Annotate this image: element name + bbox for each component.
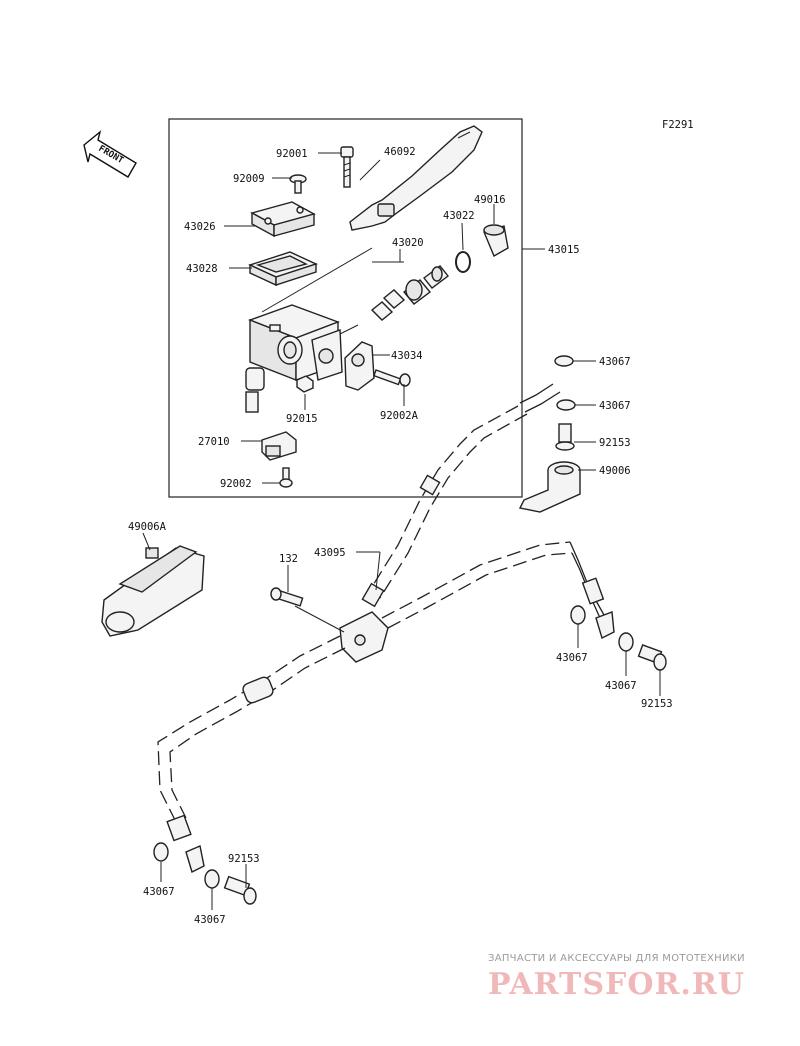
label-27010: 27010 (198, 436, 230, 448)
label-92001: 92001 (276, 148, 308, 160)
brake-lever-shape (349, 125, 483, 231)
label-92002A: 92002A (380, 410, 419, 422)
circlip-shape (455, 251, 471, 273)
watermark: ЗАПЧАСТИ И АКСЕССУАРЫ ДЛЯ МОТОТЕХНИКИ PA… (488, 953, 745, 1002)
leader-lines-box (224, 152, 545, 484)
label-43067-b: 43067 (599, 400, 631, 412)
label-46092: 46092 (384, 146, 416, 158)
cover-49006A-shape (101, 545, 205, 637)
reservoir-cap-shape (250, 201, 316, 238)
clamp-shape (344, 341, 375, 391)
part-labels: 92001 46092 92009 43026 43022 49016 4301… (128, 146, 673, 926)
leader-lines-outer (142, 360, 661, 910)
pivot-bolt-shape (340, 146, 354, 188)
label-43067-e: 43067 (143, 886, 175, 898)
label-92002: 92002 (220, 478, 252, 490)
label-92009: 92009 (233, 173, 265, 185)
watermark-subtitle: ЗАПЧАСТИ И АКСЕССУАРЫ ДЛЯ МОТОТЕХНИКИ (488, 953, 745, 964)
label-43095: 43095 (314, 547, 346, 559)
cover-screw-shape (289, 174, 307, 194)
label-43015: 43015 (548, 244, 580, 256)
label-43067-a: 43067 (599, 356, 631, 368)
label-43067-f: 43067 (194, 914, 226, 926)
master-cylinder-assembly-box (168, 118, 523, 498)
label-43020: 43020 (392, 237, 424, 249)
label-43067-d: 43067 (605, 680, 637, 692)
watermark-brand: PARTSFOR.RU (488, 967, 745, 1002)
washers-right (153, 355, 634, 889)
switch-screw-shape (279, 467, 293, 488)
brake-light-switch-shape (261, 431, 297, 461)
label-92153-c: 92153 (228, 853, 260, 865)
label-49006A: 49006A (128, 521, 167, 533)
label-43034: 43034 (391, 350, 423, 362)
front-arrow-icon: FRONT (83, 130, 137, 178)
label-132: 132 (279, 553, 298, 565)
label-92153-b: 92153 (641, 698, 673, 710)
clamp-bolt-shape (373, 369, 411, 387)
label-43026: 43026 (184, 221, 216, 233)
label-43028: 43028 (186, 263, 218, 275)
label-92015: 92015 (286, 413, 318, 425)
banjo-bolts (223, 423, 667, 905)
label-43022: 43022 (443, 210, 475, 222)
banjo-fitting-shape (518, 461, 581, 513)
label-49006: 49006 (599, 465, 631, 477)
brake-hose-lines (157, 383, 615, 873)
diaphragm-shape (248, 251, 318, 287)
piston-kit-shape (370, 265, 449, 321)
master-cylinder-body-shape (245, 304, 343, 413)
label-49016: 49016 (474, 194, 506, 206)
figure-code: F2291 (662, 119, 694, 131)
dust-boot-shape (483, 224, 509, 258)
label-43067-c: 43067 (556, 652, 588, 664)
joint-bolt-shape (270, 587, 304, 607)
bleeder-screw-shape (296, 375, 314, 393)
label-92153-a: 92153 (599, 437, 631, 449)
